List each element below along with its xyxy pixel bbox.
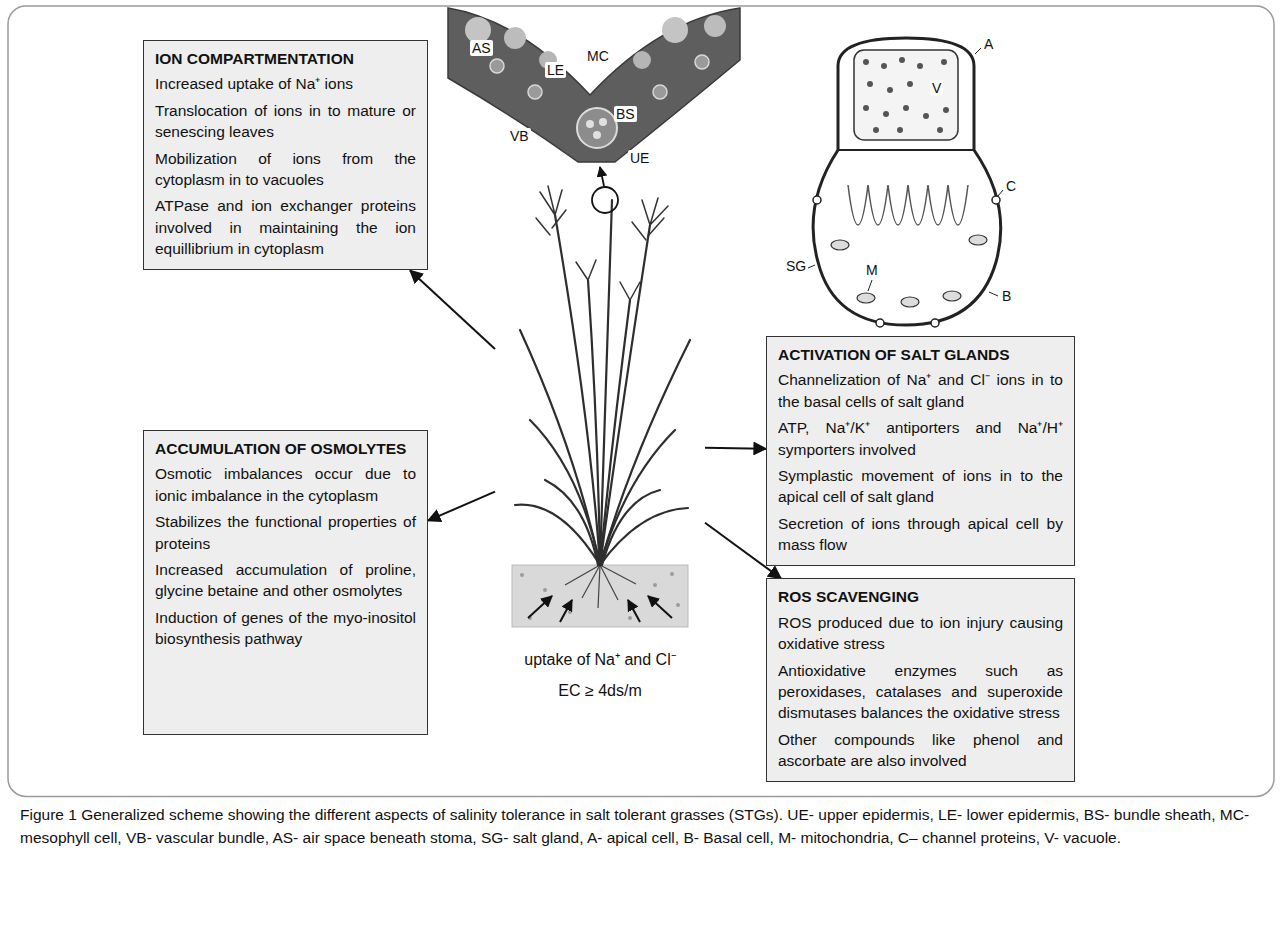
- zoom-arrow: [600, 167, 604, 186]
- vascular-bundle: [653, 85, 667, 99]
- vascular-bundle: [490, 59, 504, 73]
- uptake-note: uptake of Na⁺ and Cl⁻: [524, 650, 675, 671]
- box-point: ATP, Na⁺/K⁺ antiporters and Na⁺/H⁺ sympo…: [778, 417, 1063, 460]
- part-label: V: [930, 80, 943, 96]
- box-point: Other compounds like phenol and ascorbat…: [778, 729, 1063, 772]
- box-heading: ROS SCAVENGING: [778, 586, 1063, 607]
- gland-outline: [813, 38, 1001, 325]
- connector-arrow: [410, 270, 495, 349]
- box-point: Increased uptake of Na⁺ ions: [155, 73, 416, 94]
- part-label: LE: [545, 62, 566, 78]
- channel-proteins: [813, 196, 1000, 327]
- box-point: Translocation of ions in to mature or se…: [155, 100, 416, 143]
- box-point: Induction of genes of the myo-inositol b…: [155, 607, 416, 650]
- air-space: [504, 27, 526, 49]
- box-point: Channelization of Na⁺ and Cl⁻ ions in to…: [778, 369, 1063, 412]
- box-heading: ACTIVATION OF SALT GLANDS: [778, 344, 1063, 365]
- figure-caption: Figure 1 Generalized scheme showing the …: [20, 804, 1265, 849]
- cell-dot: [599, 118, 607, 126]
- salt-gland: [808, 38, 1003, 327]
- box-heading: ACCUMULATION OF OSMOLYTES: [155, 438, 416, 459]
- box-point: Antioxidative enzymes such as peroxidase…: [778, 660, 1063, 724]
- box-point: ATPase and ion exchanger proteins involv…: [155, 195, 416, 259]
- box-point: Symplastic movement of ions in to the ap…: [778, 465, 1063, 508]
- roots: [565, 565, 636, 608]
- uptake-arrows: [528, 596, 672, 622]
- part-label: C: [1004, 178, 1018, 194]
- vascular-bundle: [695, 55, 709, 69]
- part-label: A: [982, 36, 995, 52]
- mechanism-box: ACCUMULATION OF OSMOLYTES Osmotic imbalan…: [143, 430, 428, 735]
- vacuole: [854, 50, 958, 140]
- vacuole-dots: [863, 57, 949, 133]
- cell-dot: [593, 131, 601, 139]
- mitochondria: [831, 235, 987, 307]
- part-label: BS: [614, 106, 637, 122]
- uptake-note: EC ≥ 4ds/m: [558, 681, 641, 702]
- part-label: MC: [585, 48, 611, 64]
- cell-dot: [586, 120, 594, 128]
- part-label: VB: [508, 128, 531, 144]
- box-point: Increased accumulation of proline, glyci…: [155, 559, 416, 602]
- leader-lines: [808, 48, 1003, 296]
- part-label: M: [864, 262, 880, 278]
- part-label: B: [1000, 288, 1013, 304]
- leaf-circle: [592, 187, 618, 213]
- seed-heads: [536, 186, 668, 300]
- part-label: UE: [628, 150, 651, 166]
- membrane-folds: [848, 185, 968, 225]
- vascular-bundle: [528, 85, 542, 99]
- soil: [512, 565, 688, 627]
- bundle-sheath: [577, 108, 617, 148]
- box-point: ROS produced due to ion injury causing o…: [778, 612, 1063, 655]
- part-label: AS: [470, 40, 493, 56]
- figure-frame: [8, 6, 1274, 796]
- mechanism-box: ROS SCAVENGING ROS produced due to ion in…: [766, 578, 1075, 782]
- part-label: SG: [784, 258, 808, 274]
- mechanism-box: ION COMPARTMENTATION Increased uptake of …: [143, 40, 428, 270]
- grass-blades: [515, 200, 690, 565]
- leaf-outline: [448, 8, 740, 162]
- box-point: Mobilization of ions from the cytoplasm …: [155, 148, 416, 191]
- connector-arrow: [428, 492, 495, 521]
- air-space: [662, 17, 688, 43]
- leaf-cross-section: [448, 8, 740, 162]
- box-point: Secretion of ions through apical cell by…: [778, 513, 1063, 556]
- air-space: [633, 51, 651, 69]
- connector-arrow: [705, 448, 766, 449]
- mechanism-box: ACTIVATION OF SALT GLANDS Channelization …: [766, 336, 1075, 566]
- cell-wall: [838, 149, 974, 151]
- grass-plant: [512, 167, 690, 627]
- box-point: Osmotic imbalances occur due to ionic im…: [155, 463, 416, 506]
- box-heading: ION COMPARTMENTATION: [155, 48, 416, 69]
- plant-node: uptake of Na⁺ and Cl⁻ EC ≥ 4ds/m: [495, 182, 705, 710]
- air-space: [704, 15, 726, 37]
- soil-grains: [520, 572, 680, 620]
- box-point: Stabilizes the functional properties of …: [155, 511, 416, 554]
